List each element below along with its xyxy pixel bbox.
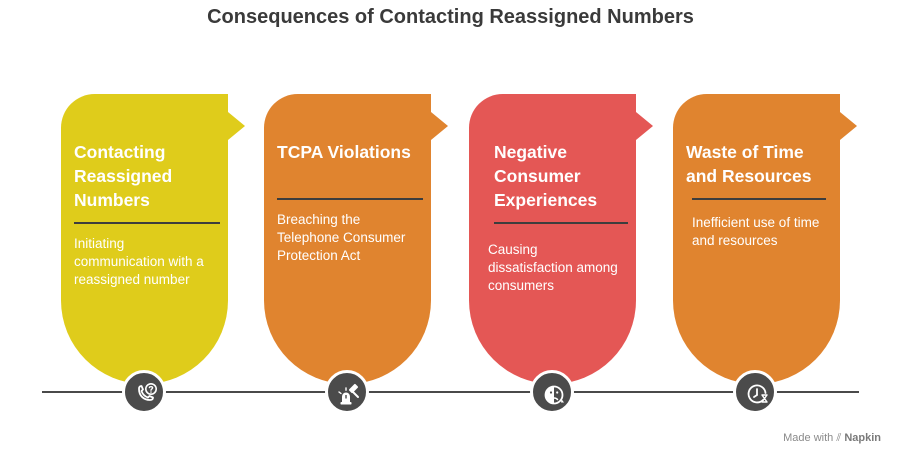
node-clock-hourglass <box>733 370 777 414</box>
card-divider <box>494 222 628 224</box>
card-description: Inefficient use of time and resources <box>692 215 820 248</box>
timeline-line <box>42 391 859 393</box>
phone-question-icon <box>138 383 157 401</box>
card-arrow <box>431 112 448 140</box>
card-contacting-reassigned-numbers: Contacting Reassigned Numbers Initiating… <box>61 94 245 384</box>
made-with-text: Made with <box>783 432 834 444</box>
card-arrow <box>228 112 245 140</box>
card-heading: Negative Consumer Experiences <box>494 142 598 210</box>
napkin-brand: Napkin <box>844 432 881 444</box>
card-description: Initiating communication with a reassign… <box>74 236 204 287</box>
gavel-alarm-icon <box>338 383 359 405</box>
node-phone-question <box>122 370 166 414</box>
card-divider <box>74 222 220 224</box>
card-negative-consumer-experiences: Negative Consumer Experiences Causing di… <box>469 94 653 384</box>
card-description: Breaching the Telephone Consumer Protect… <box>277 212 406 263</box>
node-gavel-alarm <box>325 370 369 414</box>
card-divider <box>277 198 423 200</box>
napkin-logo-icon: ⫽ <box>836 432 842 444</box>
clock-hourglass-icon <box>747 384 768 404</box>
unhappy-face-icon <box>544 385 564 405</box>
card-arrow <box>840 112 857 140</box>
card-heading: Contacting Reassigned Numbers <box>74 142 173 210</box>
card-arrow <box>636 112 653 140</box>
card-waste-of-time-and-resources: Waste of Time and Resources Inefficient … <box>673 94 857 384</box>
diagram-title: Consequences of Contacting Reassigned Nu… <box>207 6 694 28</box>
card-heading: Waste of Time and Resources <box>686 142 812 186</box>
card-divider <box>692 198 826 200</box>
card-tcpa-violations: TCPA Violations Breaching the Telephone … <box>264 94 448 384</box>
node-unhappy-face <box>530 370 574 414</box>
card-description: Causing dissatisfaction among consumers <box>488 242 618 293</box>
card-heading: TCPA Violations <box>277 142 411 162</box>
made-with-credit: Made with ⫽ Napkin <box>783 432 881 445</box>
